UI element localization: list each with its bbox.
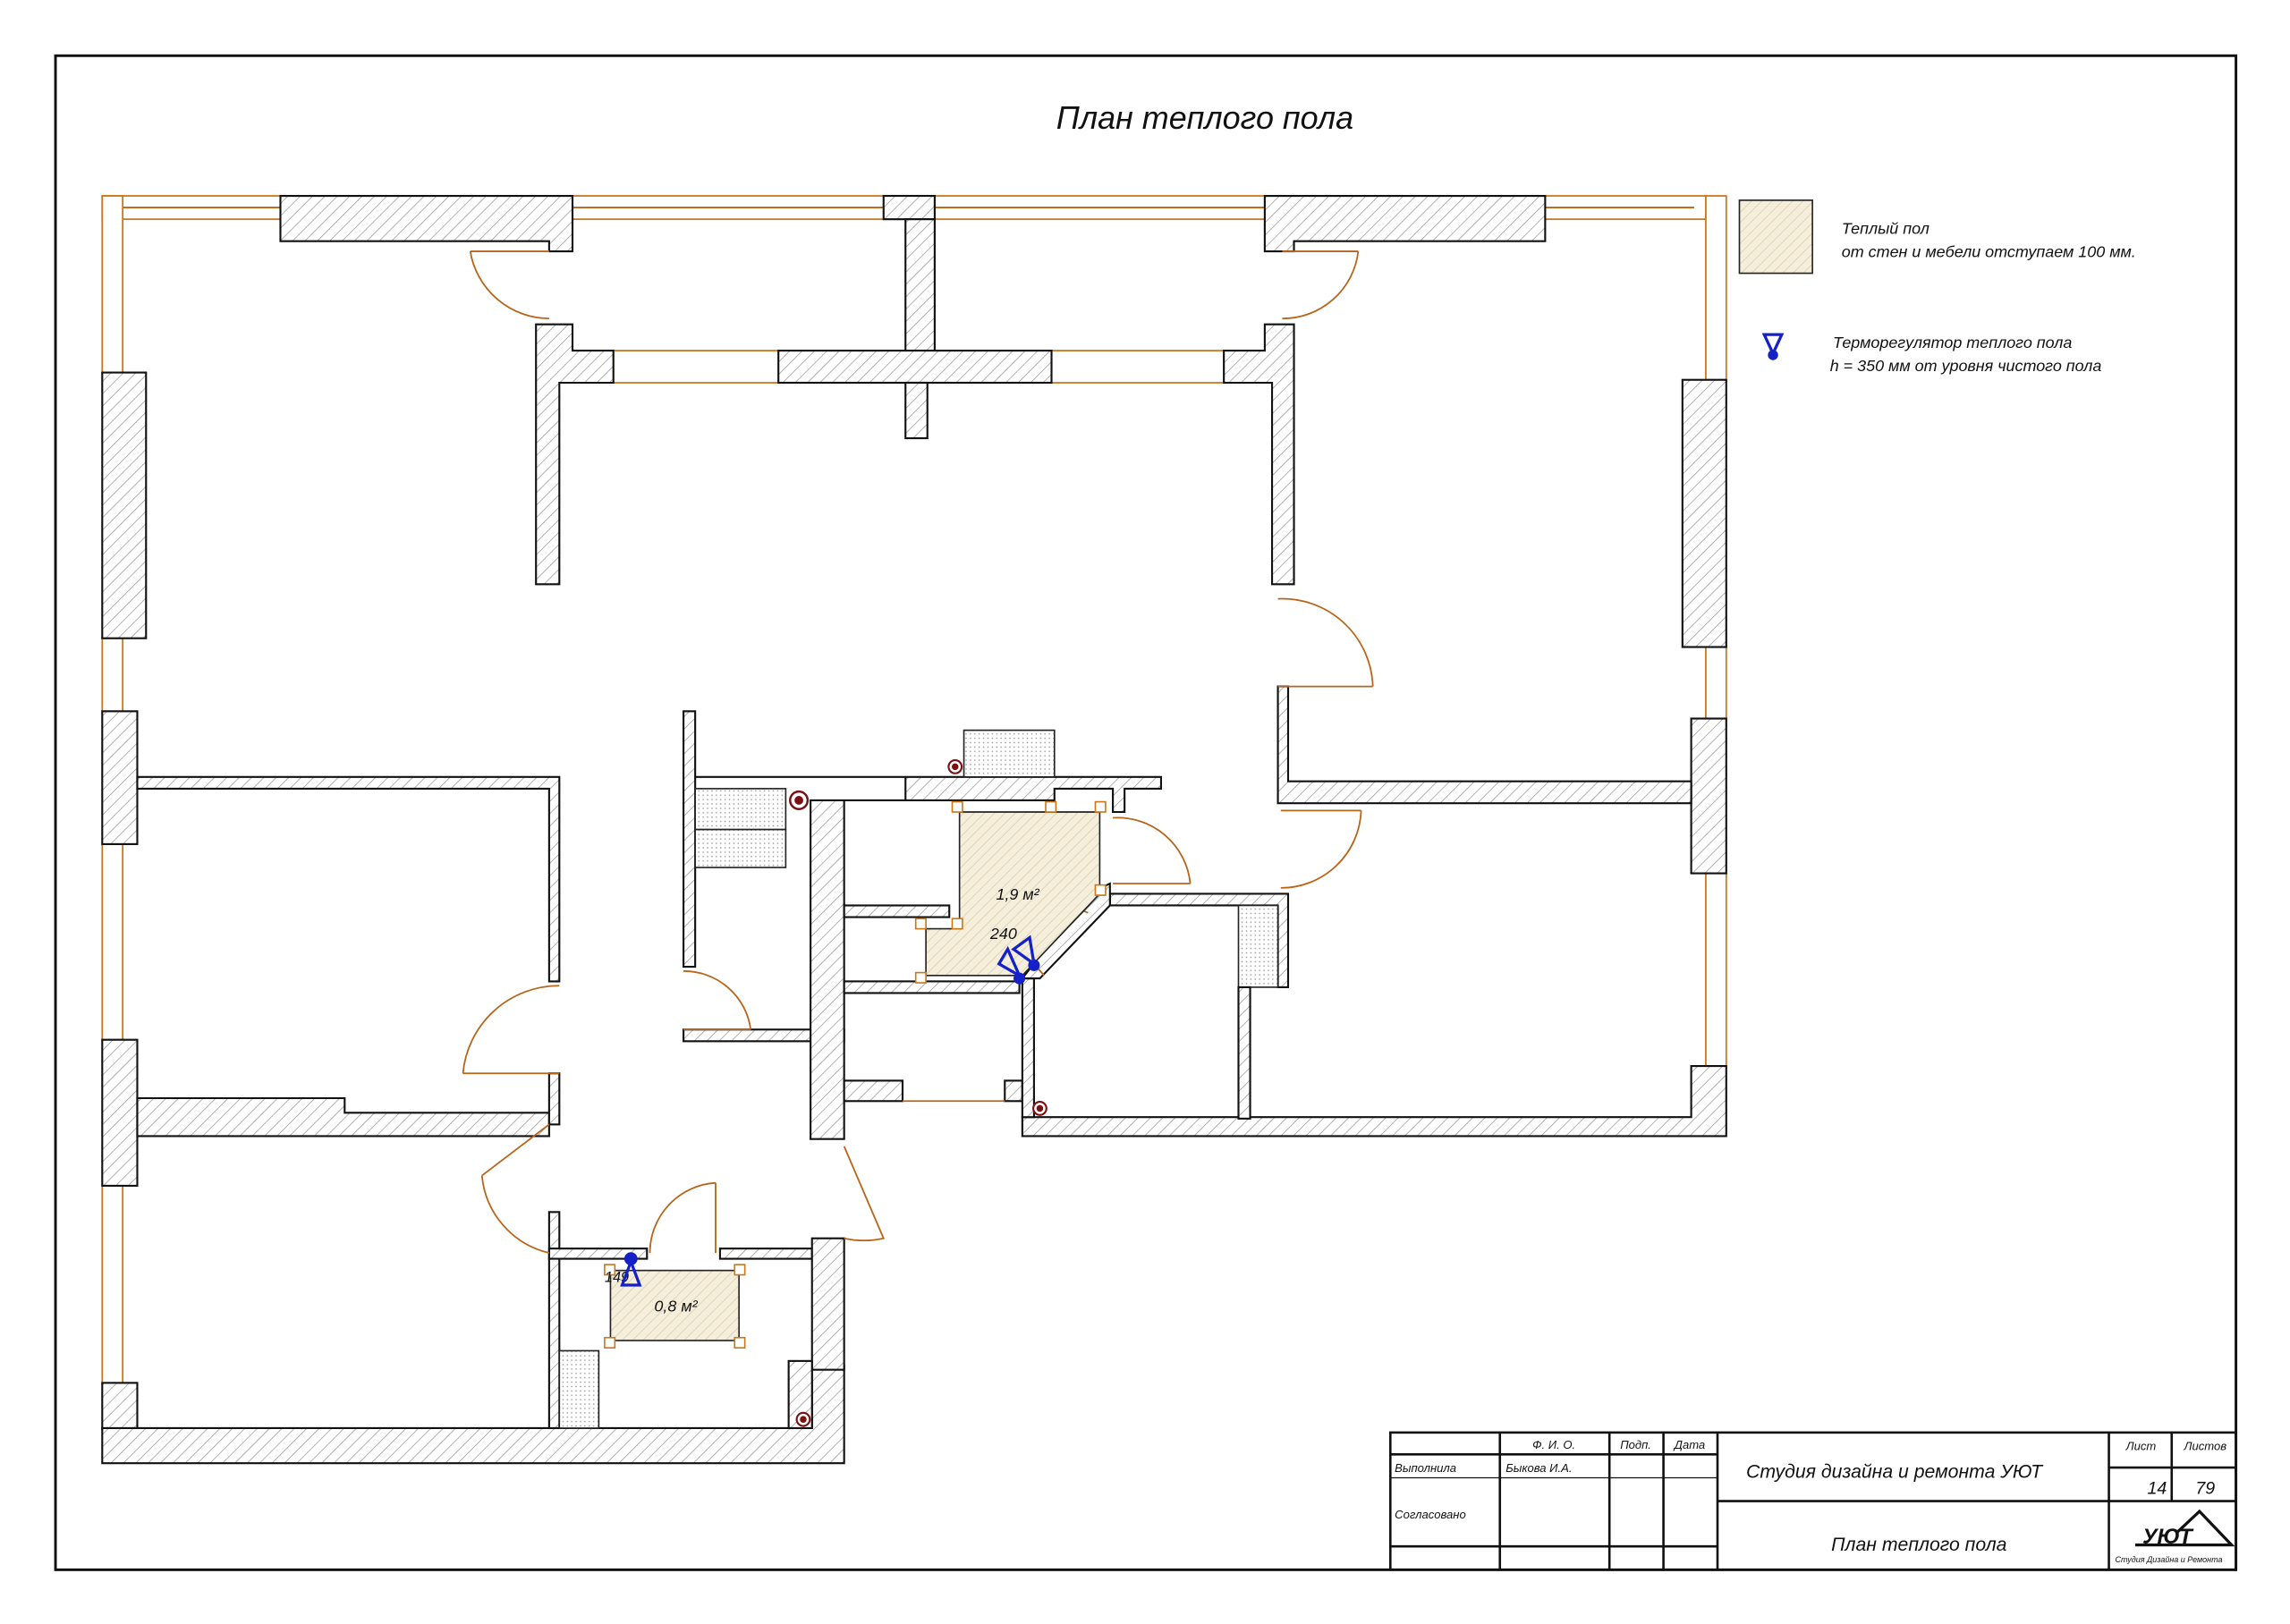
tb-row-done: Выполнила — [1395, 1461, 1456, 1475]
thermostat-icon — [620, 1252, 642, 1287]
tb-sheet-number: 14 — [2148, 1478, 2167, 1498]
legend-thermostat-line2: h = 350 мм от уровня чистого пола — [1830, 357, 2102, 375]
drawing-title: План теплого пола — [1056, 99, 1353, 136]
tb-col-fio: Ф. И. О. — [1532, 1438, 1575, 1451]
legend-warm-floor-swatch — [1738, 199, 1813, 275]
tb-sheet-label: Лист — [2125, 1439, 2157, 1452]
dimension-bathroom: 240 — [989, 925, 1017, 943]
legend-warm-floor-line1: Теплый пол — [1842, 219, 1930, 237]
company-logo: УЮТ Студия Дизайна и Ремонта — [2116, 1509, 2235, 1564]
tb-row-agreed: Согласовано — [1395, 1508, 1466, 1521]
tb-sheets-label: Листов — [2184, 1439, 2227, 1452]
area-label-wc: 0,8 м² — [654, 1297, 698, 1315]
logo-text: УЮТ — [2142, 1525, 2194, 1549]
logo-subtitle: Студия Дизайна и Ремонта — [2116, 1555, 2223, 1564]
legend-warm-floor-line2: от стен и мебели отступаем 100 мм. — [1842, 243, 2136, 261]
title-block: Ф. И. О. Подп. Дата Выполнила Быкова И.А… — [1388, 1431, 2237, 1571]
sheet-frame — [54, 54, 2238, 1571]
tb-col-sign: Подп. — [1620, 1438, 1651, 1451]
warm-floor-zones: 1,9 м² 240 0,8 м² 149 — [604, 800, 1107, 1349]
tb-company: Студия дизайна и ремонта УЮТ — [1746, 1461, 2044, 1482]
thermostat-icon — [997, 935, 1040, 985]
walls — [101, 194, 1727, 1465]
warm-floor-wc — [609, 1269, 740, 1341]
legend: Теплый пол от стен и мебели отступаем 10… — [1738, 199, 2136, 375]
tb-done-name: Быкова И.А. — [1505, 1461, 1572, 1475]
doors — [462, 250, 1374, 1254]
tb-col-date: Дата — [1673, 1438, 1705, 1451]
area-label-bathroom: 1,9 м² — [996, 885, 1039, 903]
tb-sheets-total: 79 — [2195, 1478, 2215, 1498]
legend-thermostat-line1: Терморегулятор теплого пола — [1833, 334, 2072, 351]
tb-sheet-title: План теплого пола — [1831, 1535, 2007, 1555]
legend-thermostat-icon — [1761, 333, 1785, 360]
riser-icons — [789, 758, 1047, 1427]
